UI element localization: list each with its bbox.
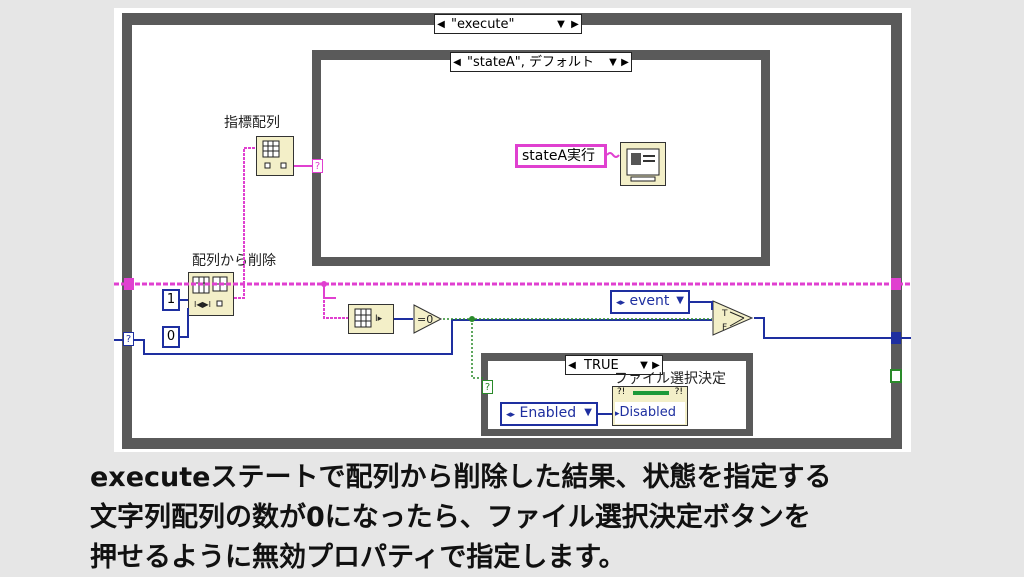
index-array-label: 指標配列 [224,115,280,131]
outer-case-frame-right [891,13,902,449]
length-constant[interactable]: 1 [162,289,180,311]
dropdown-arrow-icon[interactable]: ▼ [557,19,565,30]
array-size-icon: I▸ [354,308,383,328]
true-case-frame-left [481,353,488,436]
stateA-string-constant[interactable]: stateA実行 [515,144,607,168]
pointer-icon: ?! [674,387,683,397]
numeric-wire [180,308,189,338]
equal-zero-node[interactable]: =0 [413,304,443,334]
event-enum-constant[interactable]: ◂▸ event ▼ [610,290,690,314]
true-case-frame-right [746,353,753,436]
dialog-icon [626,148,660,182]
stateA-subvi-icon[interactable] [620,142,666,186]
decrement-arrow-icon[interactable]: ◀ [437,19,445,30]
file-select-label: ファイル選択決定 [614,371,726,387]
wire-junction [321,281,327,287]
dropdown-arrow-icon[interactable]: ▼ [609,57,617,68]
array-size-node[interactable]: I▸ [348,304,394,334]
caption-line-1: executeステートで配列から削除した結果、状態を指定する [90,462,832,493]
outer-case-frame-left [122,13,132,449]
eq-zero-text: =0 [417,313,433,326]
enum-arrows-icon: ◂▸ [616,298,626,308]
delete-array-icon: I◀▶I [192,276,228,309]
enum-arrows-icon: ◂▸ [506,410,516,420]
svg-text:T: T [721,309,728,319]
inner-case-frame-right [761,50,770,266]
write-arrow-icon: ▸ [615,409,620,419]
delete-from-array-node[interactable]: I◀▶I [188,272,234,316]
string-wire [323,284,336,299]
disabled-property[interactable]: ▸Disabled [615,402,685,424]
true-case-selector[interactable]: ◀ TRUE ▼ ▶ [565,355,663,375]
string-wire [323,284,348,319]
true-case-frame-bottom [481,429,753,436]
dropdown-arrow-icon[interactable]: ▼ [584,407,592,418]
string-wire [234,147,256,299]
string-wire [607,152,620,158]
select-node[interactable]: T F [712,300,754,336]
inner-case-frame-left [312,50,321,266]
svg-text:F: F [722,323,727,333]
enabled-enum-constant[interactable]: ◂▸ Enabled ▼ [500,402,598,426]
increment-arrow-icon[interactable]: ▶ [652,360,660,371]
svg-text:I◀▶I: I◀▶I [194,300,211,309]
caption-line-3: 押せるように無効プロパティで指定します。 [90,542,626,573]
property-node[interactable]: ?! ?! ▸Disabled [612,386,688,426]
outer-case-selector-terminal: ? [123,332,134,346]
decrement-arrow-icon[interactable]: ◀ [568,360,576,371]
true-case-selector-terminal: ? [482,380,493,394]
index-array-icon [262,140,287,169]
increment-arrow-icon[interactable]: ▶ [621,57,629,68]
index-constant[interactable]: 0 [162,326,180,348]
outer-case-selector[interactable]: ◀ "execute" ▼ ▶ [434,14,582,34]
progress-bar-icon [633,391,669,395]
svg-text:I▸: I▸ [375,314,383,324]
numeric-wire [690,301,713,310]
wires-layer [114,147,911,415]
inner-case-selector-terminal: ? [312,159,323,173]
increment-arrow-icon[interactable]: ▶ [571,19,579,30]
pointer-icon: ?! [617,387,626,397]
numeric-wire [754,317,911,339]
decrement-arrow-icon[interactable]: ◀ [453,57,461,68]
dropdown-arrow-icon[interactable]: ▼ [676,295,684,306]
inner-case-selector[interactable]: ◀ "stateA", デフォルト ▼ ▶ [450,52,632,72]
dropdown-arrow-icon[interactable]: ▼ [640,360,648,371]
caption-line-2: 文字列配列の数が0になったら、ファイル選択決定ボタンを [90,502,811,533]
index-array-node[interactable] [256,136,294,176]
outer-case-frame-bottom [122,438,902,449]
wire-junction [469,316,475,322]
delete-from-array-label: 配列から削除 [192,253,276,269]
property-node-header: ?! ?! [613,387,687,401]
inner-case-frame-bottom [312,257,769,266]
block-diagram: ◀ "execute" ▼ ▶ ◀ "stateA", デフォルト ▼ ▶ st… [114,8,911,452]
